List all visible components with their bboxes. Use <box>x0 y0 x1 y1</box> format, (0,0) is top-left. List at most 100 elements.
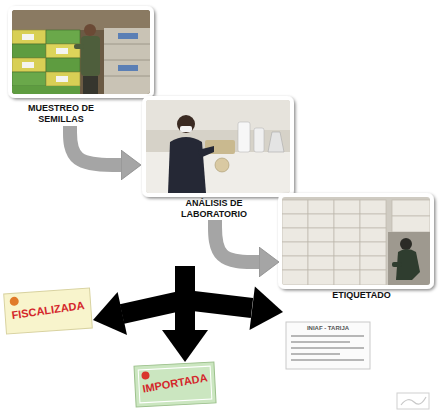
split-arrow-part <box>93 292 127 335</box>
photo-laboratory-part <box>142 96 294 197</box>
tag-text: INIAF - TARIJA <box>289 324 367 332</box>
photo-laboratory-part-part <box>146 152 290 193</box>
photo-seed-sampling-part <box>12 10 150 94</box>
photo-laboratory-part-part <box>168 137 206 193</box>
photo-seed-sampling-part-part <box>118 33 138 39</box>
step-caption: ANÁLISIS DE LABORATORIO <box>174 198 254 220</box>
photo-seed-sampling-part-part <box>12 10 150 94</box>
photo-step: ETIQUETADO <box>279 194 433 304</box>
photo-seed-sampling-part-part <box>46 30 80 44</box>
flow-arrow <box>215 220 259 262</box>
photo-warehouse-part <box>282 197 430 285</box>
seed-tag: FISCALIZADA <box>4 289 92 333</box>
step-caption: ETIQUETADO <box>319 290 404 301</box>
photo-warehouse-part-part-part <box>282 214 308 228</box>
photo-warehouse-part-part-part <box>308 256 334 270</box>
corner-logo-part <box>397 393 429 409</box>
tag-paper-part-part <box>291 335 364 336</box>
tag-text: IMPORTADA <box>135 370 214 396</box>
photo-warehouse-part-part-part <box>308 270 334 285</box>
tag-paper-part <box>134 362 216 407</box>
photo-warehouse-part-part <box>282 197 430 285</box>
photo-warehouse-part-part <box>388 232 430 285</box>
photo-laboratory-part-part <box>180 126 192 132</box>
photo-seed-sampling-part-part <box>104 28 150 94</box>
photo-seed-sampling-part-part <box>22 34 34 40</box>
photo-seed-sampling-part <box>8 6 154 98</box>
photo-warehouse-part-part-part <box>360 200 386 214</box>
photo-laboratory-part-part <box>254 128 264 152</box>
photo-warehouse-part-part-part <box>308 242 334 256</box>
photo-warehouse-part-part-part <box>360 214 386 228</box>
photo-warehouse <box>278 193 434 289</box>
photo-laboratory-part-part <box>198 146 214 158</box>
photo-seed-sampling <box>8 6 154 98</box>
photo-laboratory <box>142 96 294 197</box>
photo-seed-sampling-part-part <box>56 76 68 82</box>
split-arrow-part <box>175 300 195 331</box>
tag-paper-part-part <box>291 359 364 360</box>
tag-paper-part-part <box>4 288 93 334</box>
photo-laboratory-part-part <box>146 100 290 193</box>
split-arrow-part <box>250 287 284 331</box>
tag-paper-part <box>291 336 364 360</box>
tag-paper-part-part <box>141 371 149 379</box>
photo-seed-sampling-part-part <box>118 65 138 71</box>
photo-seed-sampling-part-part <box>83 76 98 94</box>
photo-warehouse-part-part-part <box>282 242 308 256</box>
photo-warehouse-part-part-part <box>308 214 334 228</box>
tag-text: FISCALIZADA <box>6 298 91 323</box>
flow-arrow <box>70 126 121 165</box>
photo-warehouse-part-part-part <box>334 242 360 256</box>
photo-seed-sampling-part-part <box>104 76 150 77</box>
photo-warehouse-part-part-part <box>282 228 308 242</box>
photo-seed-sampling-part-part <box>12 72 46 86</box>
photo-laboratory-part-part <box>238 122 250 152</box>
photo-warehouse-part-part-part <box>360 256 386 270</box>
photo-seed-sampling-part-part <box>104 60 150 61</box>
seed-tag: INIAF - TARIJA <box>285 321 371 370</box>
tag-paper-part-part <box>9 297 19 307</box>
photo-seed-sampling-part-part <box>84 24 96 36</box>
photo-warehouse-part-part-part <box>360 270 386 285</box>
photo-step: ANÁLISIS DE LABORATORIO <box>141 98 292 220</box>
photo-warehouse-part-part <box>282 200 430 285</box>
photo-seed-sampling-part-part <box>56 48 68 54</box>
tag-paper-part <box>286 322 370 369</box>
photo-step: MUESTREO DE SEMILLAS <box>10 8 152 126</box>
photo-seed-sampling-part-part <box>12 86 80 94</box>
photo-seed-sampling-part-part <box>46 58 80 72</box>
tag-paper-part-part <box>291 347 364 348</box>
tag-paper <box>4 288 370 407</box>
photo-laboratory-part-part <box>146 100 290 130</box>
photo-warehouse-part-part-part <box>360 242 386 256</box>
seed-tag: IMPORTADA <box>134 362 216 406</box>
corner-logo-part <box>401 397 426 405</box>
step-caption: MUESTREO DE SEMILLAS <box>22 103 100 125</box>
photo-warehouse-part-part <box>392 262 402 267</box>
split-arrow <box>93 266 283 362</box>
photo-seed-sampling-part-part <box>12 58 46 72</box>
photo-warehouse-part-part-part <box>308 200 334 214</box>
photo-warehouse-part <box>278 193 434 289</box>
photo-warehouse-part-part-part <box>360 228 386 242</box>
split-arrow-part <box>162 330 208 362</box>
photo-seed-sampling-part-part <box>74 44 84 49</box>
photo-warehouse-part-part-part <box>392 216 430 232</box>
photo-warehouse-part-part-part <box>334 270 360 285</box>
photo-warehouse-part-part-part <box>334 228 360 242</box>
tag-paper-part <box>4 288 93 334</box>
photo-laboratory-part-part <box>268 132 284 152</box>
photo-laboratory-part <box>146 100 290 193</box>
photo-warehouse-part-part-part <box>308 228 334 242</box>
photo-laboratory-part-part <box>215 158 229 172</box>
photo-warehouse-part-part-part <box>334 256 360 270</box>
photo-warehouse-part-part <box>400 238 412 250</box>
photo-seed-sampling-part-part <box>81 36 100 76</box>
split-arrow-part <box>185 300 252 308</box>
photo-warehouse-part-part-part <box>282 256 308 270</box>
photo-seed-sampling-part-part <box>12 10 150 30</box>
photo-warehouse-part-part-part <box>282 270 308 285</box>
photo-seed-sampling-part-part <box>104 44 150 45</box>
